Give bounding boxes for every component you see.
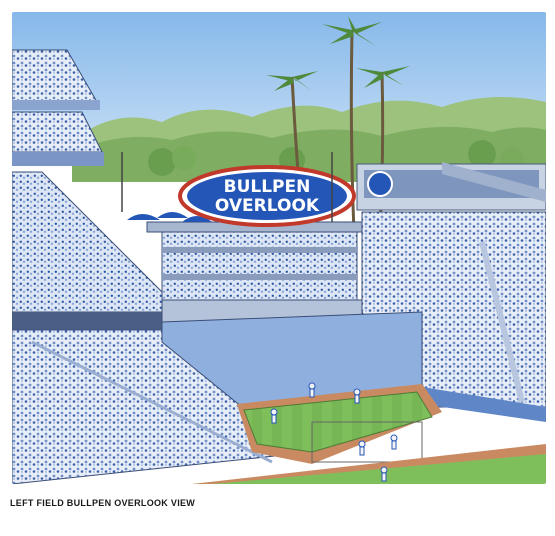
right-pavilion [356,162,546,211]
bullpen-overlook-sign: BULLPEN OVERLOOK [178,165,356,227]
left-grandstand [12,171,314,484]
overlook-structure [127,212,373,323]
sign-line-2: OVERLOOK [215,196,320,216]
light-poles [121,152,333,222]
players [270,382,398,482]
outfield-wall [161,311,546,422]
stadium-illustration: BULLPEN OVERLOOK [12,12,546,484]
caption: LEFT FIELD BULLPEN OVERLOOK VIEW [10,498,196,508]
sign-line-1: BULLPEN [224,177,311,197]
upper-left-deck [12,49,104,166]
